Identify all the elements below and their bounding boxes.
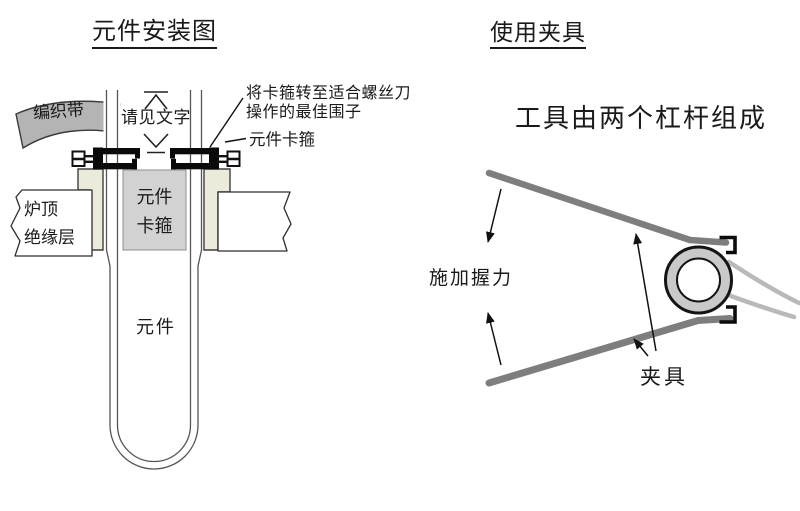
two-levers-heading: 工具由两个杠杆组成: [515, 104, 768, 133]
rotate-clamp-note-line1: 将卡箍转至适合螺丝刀: [246, 85, 412, 102]
tube-cover: [103, 93, 121, 153]
rotate-clamp-note: 将卡箍转至适合螺丝刀 操作的最佳围子: [246, 84, 411, 122]
note-leader-line: [209, 97, 244, 148]
insulation-label-block-right: [217, 191, 292, 252]
roof-insulation-line2: 绝缘层: [24, 228, 75, 247]
left-diagram-title: 元件安装图: [92, 20, 217, 49]
clamp-end-plate-left: [93, 147, 103, 170]
element-clamp-box: [122, 169, 187, 251]
clamp-tool-label: 夹具: [640, 365, 688, 389]
clamp-pointer-arrow-long: [633, 233, 657, 352]
clamp-end-plate-right: [209, 147, 219, 170]
clamp-nub-bottom-right: [171, 158, 176, 170]
element-clamp-box-line2: 卡箍: [136, 216, 173, 236]
lever-upper: [485, 169, 730, 246]
clamp-nub-top-left: [135, 148, 140, 159]
roof-insulation-label: 炉顶 绝缘层: [24, 196, 75, 252]
braided-strap-label: 编织带: [32, 100, 85, 123]
clamp-bar-top-left: [103, 148, 140, 155]
clamp-ring-inner: [676, 257, 721, 303]
clamp-nub-bottom-left: [132, 158, 137, 170]
grip-arrow-upper: [486, 188, 502, 243]
clamp-band: [93, 147, 219, 170]
clamp-tool-drawing: [485, 169, 800, 387]
element-tube-outer: [105, 90, 203, 470]
rotate-clamp-note-line2: 操作的最佳围子: [246, 104, 362, 121]
element-clamp-box-line1: 元件: [136, 187, 173, 207]
squeeze-direction-symbols: [143, 91, 169, 154]
see-text-label: 请见文字: [121, 108, 191, 127]
element-clamp-pointer-label: 元件卡箍: [249, 130, 315, 149]
element-tube-inner: [116, 90, 192, 463]
clamp-screw-right: [217, 150, 241, 167]
hook-lower: [719, 305, 737, 324]
element-installation-drawing: [10, 90, 292, 470]
down-arrowhead-icon: [143, 133, 169, 149]
up-arrowhead-icon: [144, 93, 168, 110]
right-diagram-title: 使用夹具: [490, 21, 586, 49]
clamp-label-leader-line: [224, 137, 247, 143]
grip-force-label: 施加握力: [429, 268, 514, 289]
roof-insulation-line1: 炉顶: [24, 200, 58, 219]
band-tail-upper: [726, 259, 800, 306]
element-label: 元件: [136, 317, 176, 337]
clamp-bar-bottom-right: [171, 163, 209, 170]
lever-lower: [485, 315, 734, 387]
hook-upper: [719, 235, 737, 255]
clamp-bar-top-right: [170, 148, 209, 155]
clamp-nub-top-right: [170, 148, 175, 159]
element-clamp-box-label: 元件 卡箍: [123, 183, 186, 241]
insulation-label-block-left: [10, 189, 93, 257]
clamp-bar-bottom-left: [103, 163, 137, 170]
clamp-screw-left: [71, 150, 95, 167]
grip-arrow-lower: [486, 312, 502, 366]
clamp-pointer-arrow-short: [633, 338, 649, 357]
band-tail-lower: [720, 290, 797, 320]
